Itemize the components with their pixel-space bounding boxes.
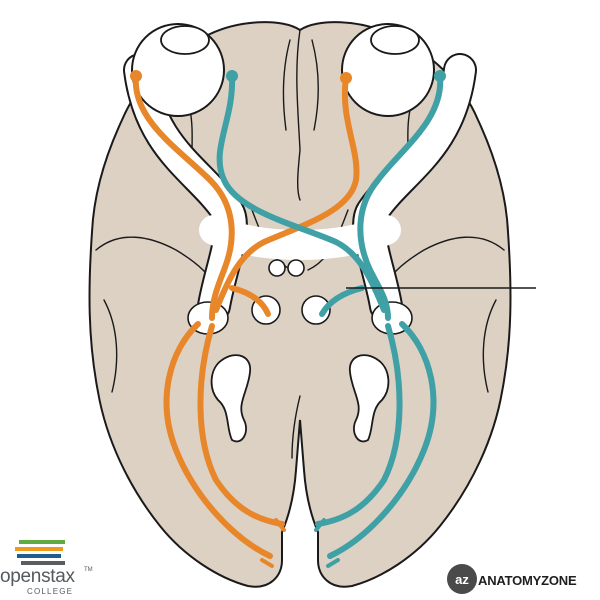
teal-visual-pathway bbox=[216, 73, 444, 559]
teal-fiber-left-eye bbox=[216, 73, 387, 313]
teal-endpoints bbox=[226, 70, 446, 82]
teal-terminal-forks bbox=[314, 518, 340, 568]
az-badge-text: az bbox=[455, 572, 469, 587]
orange-tract-to-colliculus bbox=[229, 285, 271, 317]
openstax-stripes-icon bbox=[15, 540, 65, 565]
gyri-lines bbox=[95, 29, 505, 459]
teal-radiation-outer bbox=[327, 321, 437, 559]
left-ventricle bbox=[210, 354, 251, 443]
right-eye bbox=[341, 23, 435, 117]
right-ventricle bbox=[349, 354, 390, 443]
orange-fiber-right-eye bbox=[213, 75, 360, 313]
openstax-college-label: COLLEGE bbox=[27, 587, 74, 596]
az-circle-icon: az bbox=[447, 564, 477, 594]
right-colliculus bbox=[301, 295, 331, 325]
orange-radiation-outer bbox=[163, 321, 273, 559]
orange-terminal-forks bbox=[260, 518, 286, 568]
mammillary-body-right bbox=[287, 259, 305, 277]
orange-visual-pathway bbox=[132, 73, 360, 559]
openstax-trademark: TM bbox=[84, 567, 93, 573]
orange-endpoints bbox=[130, 70, 352, 84]
left-eye bbox=[131, 23, 225, 117]
orange-fiber-left-eye bbox=[132, 73, 235, 321]
mammillary-body-left bbox=[268, 259, 286, 277]
openstax-wordmark: openstax bbox=[0, 566, 75, 587]
teal-fiber-right-eye bbox=[357, 73, 444, 321]
teal-radiation-inner bbox=[315, 323, 403, 527]
anatomyzone-wordmark: ANATOMYZONE bbox=[478, 573, 577, 588]
teal-tract-to-colliculus bbox=[319, 285, 365, 317]
orange-radiation-inner bbox=[197, 323, 285, 527]
